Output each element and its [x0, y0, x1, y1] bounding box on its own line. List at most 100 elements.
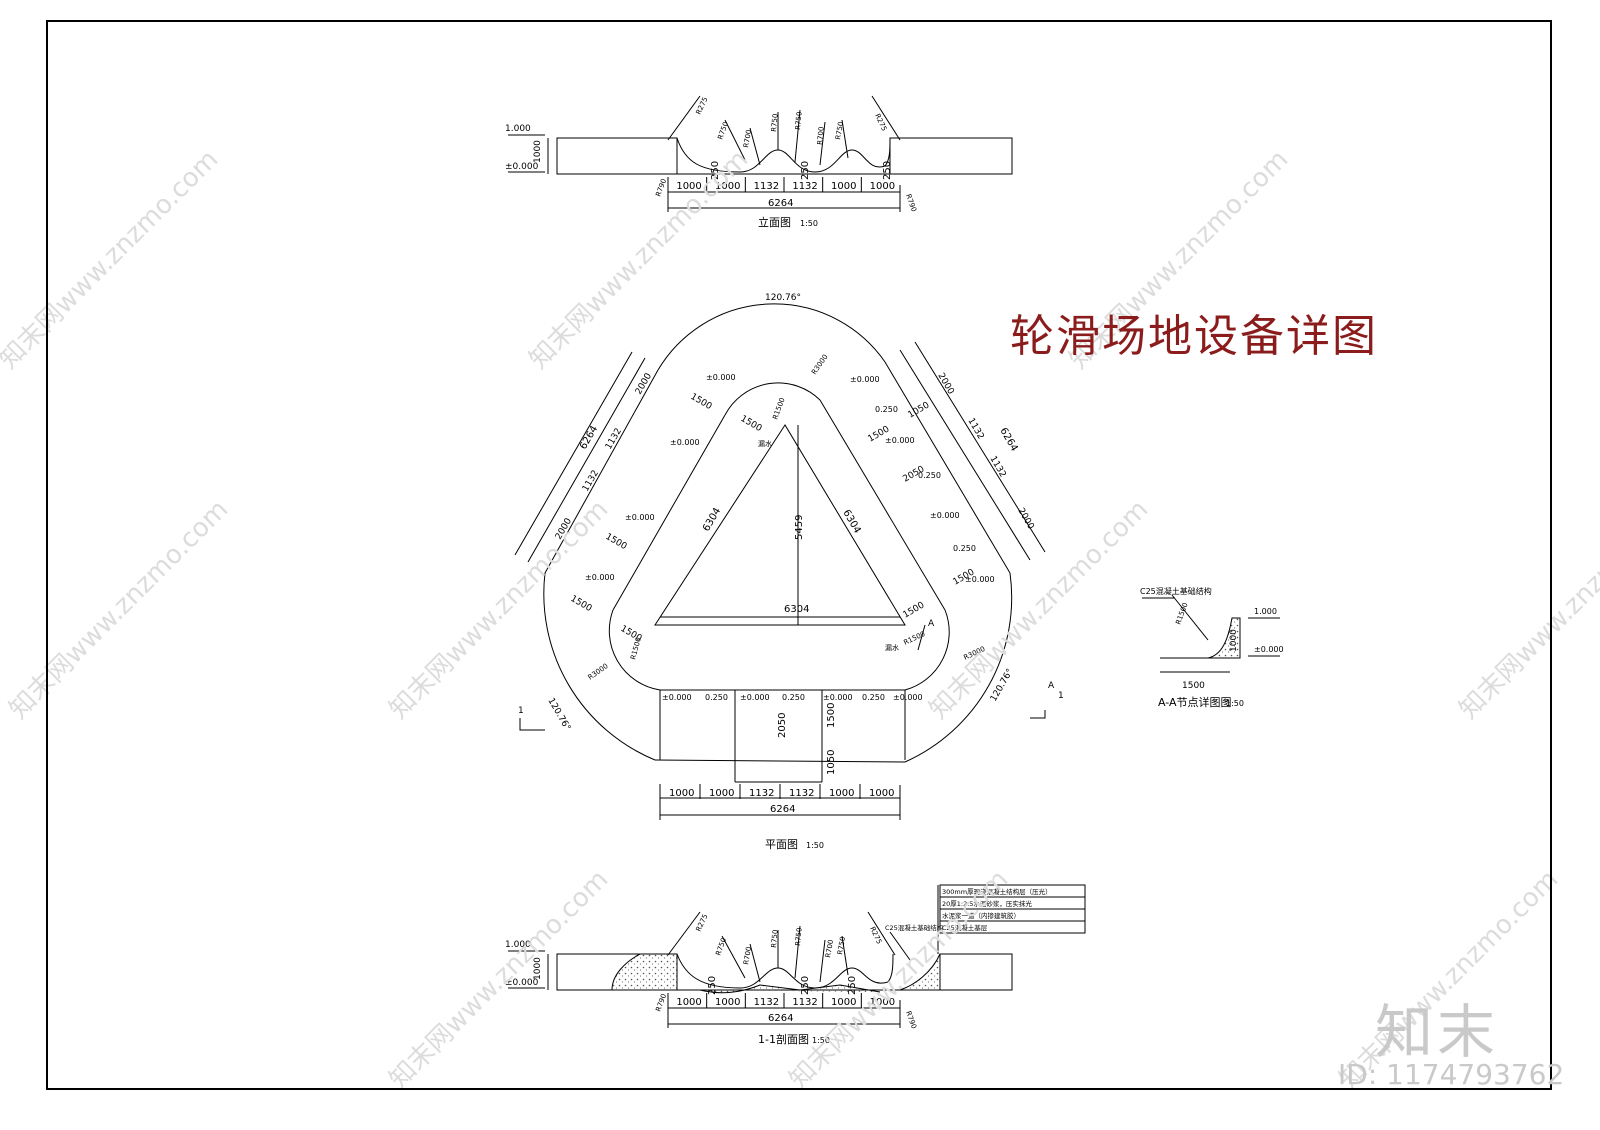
dimension-segment: 1132: [792, 997, 817, 1008]
elevation-depth: 250: [800, 161, 811, 180]
plan-level: 0.250: [953, 544, 976, 553]
section-leader: [819, 939, 826, 983]
plan-level: ±0.000: [893, 693, 923, 702]
dimension-segment: 1000: [669, 788, 694, 799]
section-note: 20厚1:2.5水泥砂浆，压实抹光: [942, 899, 1032, 908]
plan-drain-label: 漏水: [758, 439, 772, 448]
detail-level-bottom: ±0.000: [1254, 645, 1284, 654]
plan-level: 0.250: [705, 693, 728, 702]
section-depth: 250: [800, 976, 811, 995]
dimension-segment: 1132: [792, 181, 817, 192]
plan-outer-edge-left: [544, 369, 659, 574]
plan-outer-arc-top: [657, 303, 886, 371]
plan-right-dim-line: [899, 349, 1031, 561]
dimension-segment: 1000: [676, 181, 701, 192]
plan-level: ±0.000: [850, 375, 880, 384]
plan-inner-arc-left: [608, 609, 661, 691]
section-radius-label: R750: [770, 929, 780, 948]
detail-gravel-fill: [1160, 617, 1241, 659]
elevation-left-block: [556, 137, 678, 175]
section-leader: [841, 935, 849, 976]
drawing-title: 轮滑场地设备详图: [1010, 311, 1378, 362]
section-radius-label: R750: [794, 927, 804, 946]
elevation-depth: 250: [710, 161, 721, 180]
elevation-leader: [794, 109, 801, 163]
plan-level: 0.250: [918, 471, 941, 480]
dimension-segment: 1000: [870, 181, 895, 192]
elevation-radius-label: R750: [794, 111, 804, 130]
elevation-right-block: [889, 137, 1013, 175]
elevation-scale: 1:50: [800, 219, 818, 228]
dimension-segment: 1000: [676, 997, 701, 1008]
plan-section-mark: 1: [518, 706, 524, 716]
plan-angle-top: 120.76°: [765, 293, 801, 303]
elevation-level-bottom: ±0.000: [505, 162, 539, 172]
dimension-segment: 1000: [715, 997, 740, 1008]
section-material: C25混凝土基础结构: [885, 923, 944, 932]
plan-caption: 平面图: [765, 838, 798, 851]
dimension-segment: 1000: [869, 788, 894, 799]
plan-inner-arc-right: [904, 609, 950, 691]
dimension-segment: 1000: [831, 997, 856, 1008]
plan-section-mark-left: [519, 718, 545, 731]
plan-outer-arc-right: [904, 572, 1013, 763]
section-scale: 1:50: [812, 1036, 830, 1045]
watermark-logo: 知末: [1375, 998, 1500, 1066]
plan-inner-arc-top: [724, 382, 821, 416]
plan-inner-edge-left: [612, 414, 726, 611]
plan-right-total-line: [914, 341, 1046, 553]
dimension-segment: 1132: [749, 788, 774, 799]
plan-width: 2050: [777, 713, 788, 738]
plan-view: [514, 303, 1046, 820]
section-note: 300mm厚现浇混凝土结构层（压光）: [942, 887, 1052, 896]
elevation-leader: [871, 95, 901, 141]
plan-level: ±0.000: [740, 693, 770, 702]
detail-leader: [1171, 594, 1209, 641]
section-radius-label: R700: [824, 939, 835, 958]
detail-view: [1142, 594, 1280, 673]
plan-level: 0.250: [782, 693, 805, 702]
dimension-segment: 1000: [715, 181, 740, 192]
elevation-level-top: 1.000: [505, 124, 531, 134]
dimension-segment: 1000: [831, 181, 856, 192]
dimension-segment: 1132: [789, 788, 814, 799]
elevation-height: 1000: [533, 140, 543, 163]
plan-triangle-height: 5459: [794, 515, 805, 540]
detail-width: 1500: [1182, 681, 1205, 691]
section-radius-label: R750: [836, 936, 847, 955]
plan-level: ±0.000: [965, 575, 995, 584]
plan-level: 0.250: [875, 405, 898, 414]
detail-level-top: 1.000: [1254, 607, 1277, 616]
section-leader: [749, 943, 761, 983]
plan-detail-mark: A: [1048, 681, 1055, 691]
section-radius-label: R700: [742, 946, 753, 965]
plan-center-triangle: [654, 424, 906, 626]
elevation-leader: [724, 119, 746, 161]
elevation-leader: [841, 119, 849, 159]
plan-level: ±0.000: [585, 573, 615, 582]
section-total: 6264: [768, 1013, 793, 1024]
section-gravel-bottom: [699, 984, 881, 994]
detail-caption: A-A节点详图图: [1158, 695, 1232, 709]
plan-detail-mark: A: [928, 619, 935, 629]
plan-scale: 1:50: [806, 841, 824, 850]
dimension-segment: 1000: [709, 788, 734, 799]
section-note: C25混凝土基层: [942, 923, 988, 932]
plan-level: ±0.000: [662, 693, 692, 702]
plan-level: ±0.000: [670, 438, 700, 447]
section-depth: 250: [707, 976, 718, 995]
plan-level: 0.250: [862, 693, 885, 702]
dimension-segment: 1132: [754, 997, 779, 1008]
plan-outer-edge-bottom: [654, 759, 906, 763]
elevation-radius-label: R700: [742, 129, 753, 148]
plan-detail-leader: [917, 624, 926, 651]
dimension-segment: 1000: [829, 788, 854, 799]
section-depth: 250: [847, 976, 858, 995]
plan-outer-edge-right: [884, 361, 1011, 574]
drawing-frame: [46, 20, 1552, 1090]
plan-bottom-segment-labels: 1000 1000 1132 1132 1000 1000: [659, 784, 894, 799]
section-leader: [721, 935, 746, 979]
